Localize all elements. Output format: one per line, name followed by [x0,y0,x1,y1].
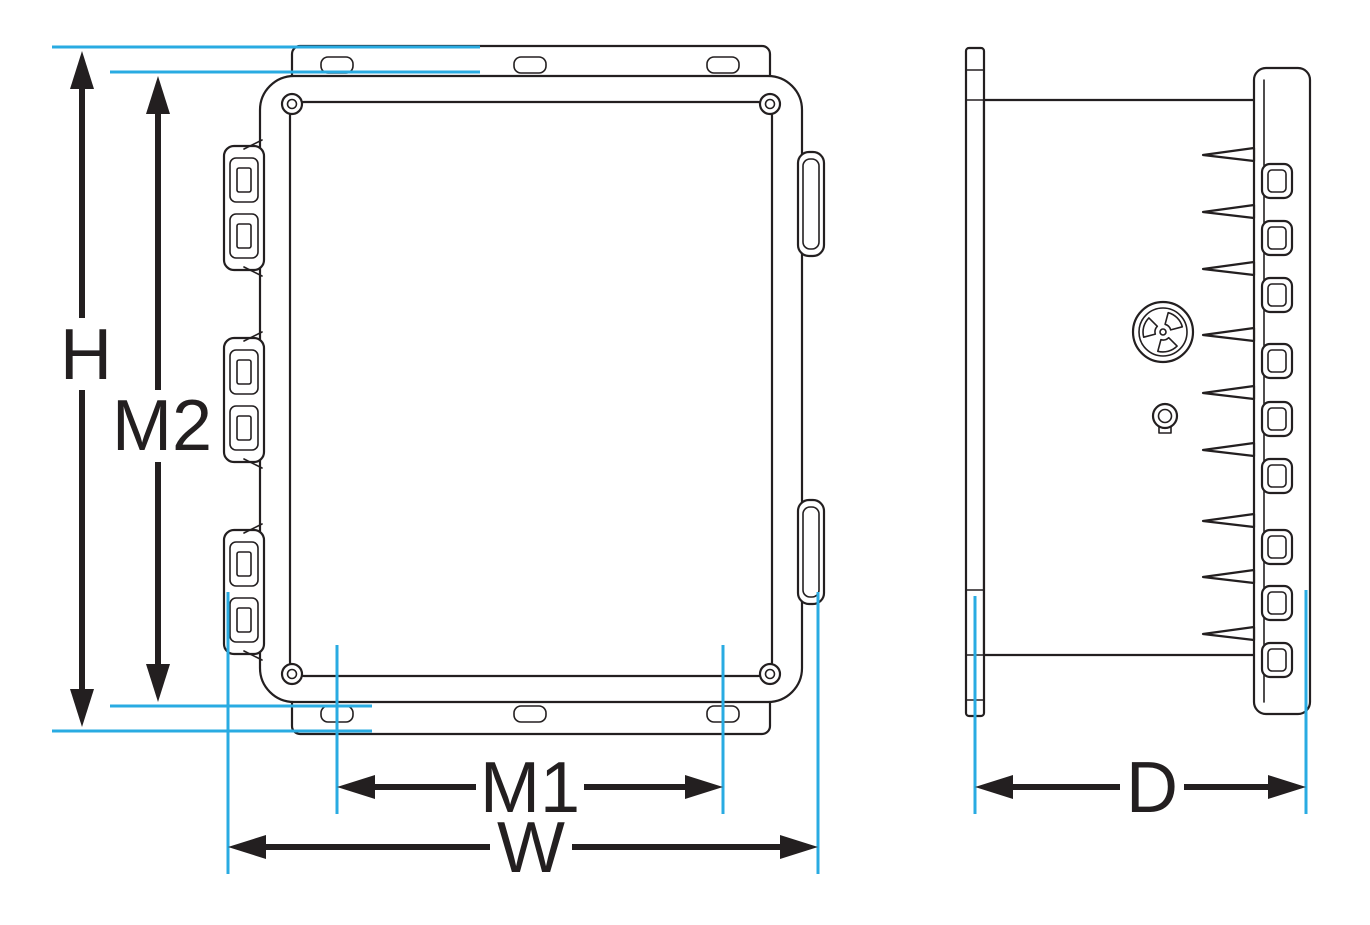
latch-fin [1201,203,1256,220]
latch-fin [1201,625,1256,642]
latch-fin [1201,326,1256,343]
latch-fin [1201,441,1256,458]
latch-block [1260,342,1294,380]
latch-block [1260,457,1294,495]
arrowhead-left [975,775,1013,799]
vent-icon [1131,300,1195,364]
dim-label-mounting-width: M1 [480,748,580,828]
latch-fin [1201,384,1256,401]
latch-block [1260,400,1294,438]
dimension-depth: D [975,748,1306,828]
arrowhead-right [1268,775,1306,799]
body-profile [982,98,1258,657]
dimension-mounting-width: M1 [337,748,723,828]
arrowhead-right [780,835,818,859]
dim-label-depth: D [1126,748,1178,828]
arrowhead-up [70,51,94,89]
hinge [222,331,266,469]
mounting-slot [513,56,547,74]
dim-label-mounting-height: M2 [112,386,212,466]
latch-fin [1201,512,1256,529]
hinge [222,139,266,277]
hinge [222,523,266,661]
front-view [222,44,826,736]
arrowhead-left [337,775,375,799]
dim-label-height: H [60,315,112,395]
dimension-mounting-height: M2 [112,76,212,702]
dim-label-width: W [497,808,565,888]
enclosure-body [258,74,804,704]
mounting-slot [513,705,547,723]
arrowhead-right [685,775,723,799]
latch-block [1260,528,1294,566]
corner-screw [758,92,782,116]
corner-screw [280,662,304,686]
latch-fin [1201,568,1256,585]
arrowhead-down [70,689,94,727]
latch-fin [1201,146,1256,163]
latch [796,150,826,258]
arrowhead-up [146,76,170,114]
lid-face [288,100,774,678]
latch-block [1260,584,1294,622]
latch [796,498,826,606]
corner-screw [758,662,782,686]
extension-lines [52,45,1308,874]
latch-block [1260,219,1294,257]
arrowhead-down [146,664,170,702]
dimension-width: W [228,808,818,888]
mounting-slot [706,56,740,74]
latch-block [1260,641,1294,679]
latch-fin [1201,260,1256,277]
latch-block [1260,162,1294,200]
thumbscrew-icon [1151,402,1179,434]
arrowhead-left [228,835,266,859]
latch-block [1260,276,1294,314]
corner-screw [280,92,304,116]
side-view [964,46,1312,718]
dimension-height: H [60,51,112,727]
